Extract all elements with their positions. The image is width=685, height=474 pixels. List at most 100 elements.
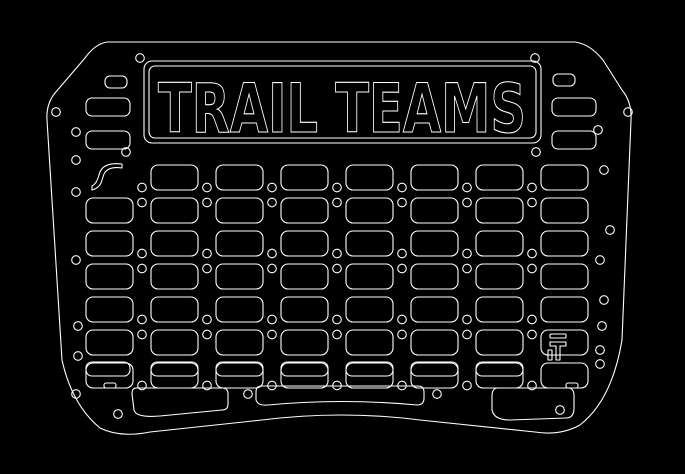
grid-slot bbox=[150, 263, 199, 290]
edge-hole bbox=[595, 359, 605, 369]
grid-slot bbox=[85, 296, 134, 323]
grid-hole bbox=[202, 329, 212, 340]
grid-slot bbox=[475, 230, 524, 257]
grid-slot bbox=[410, 329, 459, 356]
grid-slot bbox=[475, 329, 524, 356]
grid-slot bbox=[475, 164, 524, 191]
grid-hole bbox=[137, 263, 147, 274]
grid-hole bbox=[527, 263, 537, 274]
grid-slot bbox=[410, 230, 459, 257]
grid-slot bbox=[85, 362, 134, 389]
grid-hole bbox=[462, 248, 472, 259]
edge-hole bbox=[597, 321, 607, 331]
grid-hole bbox=[202, 314, 212, 325]
grid-hole bbox=[332, 197, 342, 208]
grid-hole bbox=[527, 329, 537, 340]
grid-slot bbox=[540, 164, 589, 191]
grid-hole bbox=[527, 197, 537, 208]
mount-hole bbox=[243, 389, 253, 399]
bottom-slot bbox=[150, 361, 199, 377]
grid-hole bbox=[202, 248, 212, 259]
grid-slot bbox=[540, 329, 589, 356]
edge-hole bbox=[623, 107, 633, 117]
bottom-slot bbox=[345, 361, 394, 377]
grid-slot bbox=[345, 296, 394, 323]
mounting-holes bbox=[51, 53, 633, 419]
grid-hole bbox=[202, 263, 212, 274]
grid-hole bbox=[267, 182, 277, 193]
bottom-slot bbox=[475, 361, 524, 377]
grid-hole bbox=[462, 263, 472, 274]
bottom-cutout-center bbox=[255, 385, 425, 406]
grid-hole bbox=[397, 197, 407, 208]
grid-hole bbox=[332, 263, 342, 274]
edge-hole bbox=[71, 255, 81, 265]
grid-slot bbox=[150, 230, 199, 257]
grid-hole bbox=[137, 182, 147, 193]
grid-slot bbox=[475, 362, 524, 389]
grid-hole bbox=[397, 329, 407, 340]
side-slot-left bbox=[85, 130, 131, 150]
edge-hole bbox=[599, 295, 609, 305]
bottom-cutout-left bbox=[131, 387, 229, 417]
grid-slot bbox=[280, 230, 329, 257]
grid-hole bbox=[202, 197, 212, 208]
grid-hole bbox=[267, 314, 277, 325]
grid-slot bbox=[410, 296, 459, 323]
grid-hole bbox=[527, 380, 537, 391]
slot-grid bbox=[85, 73, 597, 389]
grid-slot bbox=[280, 362, 329, 389]
grid-slot bbox=[345, 230, 394, 257]
grid-slot bbox=[280, 263, 329, 290]
grid-slot bbox=[215, 164, 264, 191]
title-frame-outer bbox=[143, 60, 542, 144]
grid-hole bbox=[332, 329, 342, 340]
bottom-bar-slot-left bbox=[103, 382, 117, 389]
edge-hole bbox=[595, 255, 605, 265]
edge-hole bbox=[555, 405, 565, 415]
hook-slot bbox=[91, 163, 123, 191]
edge-hole bbox=[71, 187, 81, 197]
grid-hole bbox=[137, 380, 147, 391]
side-slot-right bbox=[551, 130, 597, 150]
mount-hole bbox=[530, 53, 540, 63]
grid-slot bbox=[345, 164, 394, 191]
grid-slot bbox=[410, 164, 459, 191]
grid-hole bbox=[332, 380, 342, 391]
grid-slot bbox=[475, 197, 524, 224]
grid-slot bbox=[475, 263, 524, 290]
grid-hole bbox=[332, 248, 342, 259]
title-text: TRAIL TEAMS bbox=[158, 70, 526, 149]
grid-slot bbox=[280, 296, 329, 323]
grid-slot bbox=[345, 263, 394, 290]
panel-outline bbox=[46, 41, 632, 435]
bottom-slot bbox=[215, 361, 264, 377]
grid-hole bbox=[137, 329, 147, 340]
edge-hole bbox=[71, 127, 81, 137]
grid-slot bbox=[475, 296, 524, 323]
edge-hole bbox=[73, 321, 83, 331]
grid-slot bbox=[540, 296, 589, 323]
grid-slot bbox=[215, 197, 264, 224]
grid-slot bbox=[150, 296, 199, 323]
side-slot-right bbox=[551, 97, 597, 117]
grid-slot bbox=[215, 230, 264, 257]
grid-slot bbox=[85, 230, 134, 257]
grid-hole bbox=[527, 314, 537, 325]
edge-hole bbox=[599, 165, 609, 175]
grid-slot bbox=[540, 362, 589, 389]
grid-hole bbox=[397, 263, 407, 274]
grid-hole bbox=[397, 380, 407, 391]
grid-slot bbox=[540, 263, 589, 290]
grid-hole bbox=[137, 248, 147, 259]
grid-slot bbox=[215, 362, 264, 389]
grid-hole bbox=[137, 314, 147, 325]
bottom-bar-slot-right bbox=[565, 382, 579, 389]
grid-hole bbox=[462, 182, 472, 193]
grid-slot bbox=[280, 164, 329, 191]
bottom-slot bbox=[280, 361, 329, 377]
mount-hole bbox=[432, 389, 442, 399]
side-slot-right bbox=[552, 73, 576, 87]
grid-slot bbox=[280, 329, 329, 356]
